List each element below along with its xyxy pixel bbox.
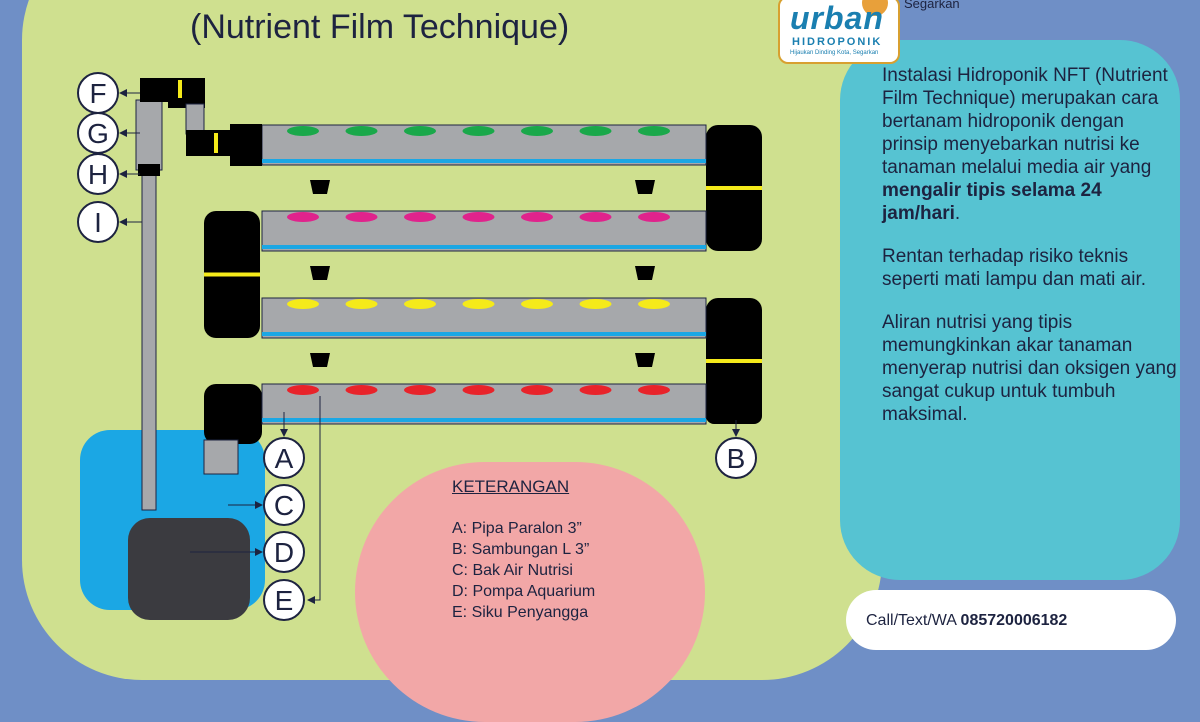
description-paragraph-1: Instalasi Hidroponik NFT (Nutrient Film …: [882, 64, 1182, 225]
elbow-band: [706, 186, 762, 190]
pipe-support: [310, 180, 330, 194]
brand-tagline: Segarkan: [904, 0, 960, 11]
inlet-elbow: [186, 124, 262, 166]
contact-number[interactable]: 085720006182: [960, 612, 1068, 629]
plant-hole: [345, 126, 378, 136]
label-B-text: B: [727, 443, 746, 474]
legend-title: KETERANGAN: [452, 477, 570, 496]
plant-hole: [638, 212, 670, 222]
description: Instalasi Hidroponik NFT (Nutrient Film …: [882, 64, 1182, 446]
water-film: [262, 159, 706, 163]
label-I: I: [77, 201, 119, 243]
nft-diagram: F G H I A C D E B: [77, 72, 762, 621]
aquarium-pump: [128, 518, 250, 620]
plant-hole: [345, 212, 378, 222]
plant-hole: [638, 385, 670, 395]
elbow-top: [140, 78, 205, 108]
description-paragraph-3: Aliran nutrisi yang tipis memungkinkan a…: [882, 312, 1177, 425]
logo-subtitle: HIDROPONIK: [792, 36, 883, 48]
legend-item: E: Siku Penyangga: [452, 604, 589, 621]
label-H: H: [77, 153, 119, 195]
pipe-rows: [204, 124, 762, 444]
band-top: [178, 80, 182, 98]
label-B: B: [715, 437, 757, 479]
legend-item: C: Bak Air Nutrisi: [452, 562, 573, 579]
label-F: F: [77, 72, 119, 114]
plant-hole: [579, 385, 612, 395]
valve-joint: [138, 164, 160, 176]
inlet-pipe: [185, 103, 205, 135]
pipe-support: [635, 266, 655, 280]
label-C-text: C: [274, 490, 294, 521]
legend-item: D: Pompa Aquarium: [452, 583, 596, 600]
page-title: (Nutrient Film Technique): [190, 8, 570, 46]
label-C: C: [263, 484, 305, 526]
plant-hole: [521, 126, 553, 136]
label-A: A: [263, 437, 305, 479]
plant-holes: [287, 126, 670, 395]
contact-label: Call/Text/WA: [866, 612, 961, 629]
pipe-end-cap: [706, 384, 762, 424]
label-H-text: H: [88, 159, 108, 190]
plant-hole: [462, 212, 495, 222]
water-film: [262, 332, 706, 336]
elbow-band: [204, 272, 260, 277]
plant-hole: [638, 126, 670, 136]
legend: KETERANGAN A: Pipa Paralon 3” B: Sambung…: [452, 476, 595, 623]
description-panel: [840, 40, 1180, 580]
return-pipe-top: [135, 99, 163, 171]
pipe-support: [310, 353, 330, 367]
plant-hole: [638, 299, 670, 309]
plant-hole: [521, 212, 553, 222]
plant-hole: [404, 126, 436, 136]
plant-hole: [404, 299, 436, 309]
label-D: D: [263, 531, 305, 573]
label-E: E: [263, 579, 305, 621]
logo-word: urban: [790, 0, 884, 36]
elbow-band: [706, 359, 762, 363]
water-film: [262, 245, 706, 249]
contact: Call/Text/WA 085720006182: [866, 612, 1067, 630]
plant-hole: [579, 212, 612, 222]
description-text-end: .: [954, 203, 961, 224]
logo-tagline: Hijaukan Dinding Kota, Segarkan: [790, 50, 879, 56]
label-A-text: A: [275, 443, 294, 474]
plant-hole: [579, 299, 612, 309]
plant-hole: [345, 385, 378, 395]
pipe-support: [310, 266, 330, 280]
plant-hole: [462, 385, 495, 395]
label-G: G: [77, 112, 119, 154]
outlet-pipe: [203, 439, 239, 475]
plant-hole: [287, 299, 319, 309]
label-D-text: D: [274, 537, 294, 568]
plant-hole: [521, 299, 553, 309]
description-emphasis: mengalir tipis selama 24 jam/hari: [882, 180, 1102, 224]
band-inlet: [214, 133, 218, 153]
plant-hole: [404, 385, 436, 395]
pointer-E: [307, 396, 321, 604]
pipe-support: [635, 180, 655, 194]
water-film: [262, 418, 706, 422]
plant-hole: [462, 299, 495, 309]
pipe-support: [635, 353, 655, 367]
plant-hole: [287, 212, 319, 222]
plant-hole: [345, 299, 378, 309]
legend-item: A: Pipa Paralon 3”: [452, 520, 582, 537]
description-text: Instalasi Hidroponik NFT (Nutrient Film …: [882, 65, 1168, 178]
plant-hole: [287, 385, 319, 395]
label-E-text: E: [275, 585, 294, 616]
plant-hole: [521, 385, 553, 395]
legend-item: B: Sambungan L 3”: [452, 541, 590, 558]
pipe-elbow-outlet: [204, 384, 262, 444]
logo-sun-icon: [862, 0, 888, 16]
plant-hole: [287, 126, 319, 136]
label-F-text: F: [89, 78, 106, 109]
plant-hole: [462, 126, 495, 136]
label-G-text: G: [87, 118, 109, 149]
description-paragraph-2: Rentan terhadap risiko teknis seperti ma…: [882, 246, 1147, 290]
plant-hole: [579, 126, 612, 136]
label-I-text: I: [94, 207, 102, 238]
plant-hole: [404, 212, 436, 222]
